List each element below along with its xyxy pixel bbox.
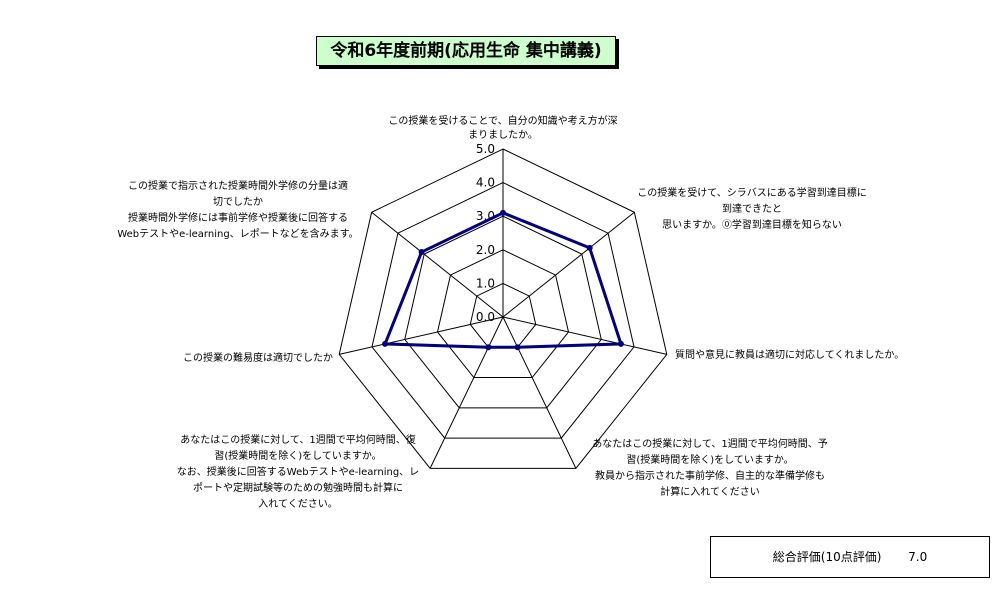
radar-axis-label: 習(授業時間を除く)をしていますか。 — [626, 453, 793, 466]
radar-spoke — [429, 316, 504, 469]
radar-data-point — [382, 340, 389, 347]
radar-axis-label: 計算に入れてください — [660, 485, 759, 498]
radar-data-point — [617, 340, 624, 347]
radar-axis-label: 思いますか。⓪学習到達目標を知らない — [662, 218, 842, 231]
page-title: 令和6年度前期(応用生命 集中講義) — [316, 36, 616, 66]
radar-data-point — [418, 249, 425, 256]
radar-tick-label: 2.0 — [476, 243, 495, 257]
radar-series-line — [382, 211, 623, 349]
radar-axis-label: 質問や意見に教員は適切に対応してくれましたか。 — [675, 348, 904, 361]
radar-data-point — [586, 244, 593, 251]
radar-axis-label: 授業時間外学修には事前学修や授業後に回答する — [128, 211, 348, 224]
radar-spoke — [502, 316, 667, 355]
radar-axis-label: この授業の難易度は適切でしたか — [183, 351, 333, 364]
overall-rating-label: 総合評価(10点評価) — [772, 550, 882, 564]
radar-tick-label: 0.0 — [476, 310, 495, 324]
radar-axis-label: まりましたか。 — [468, 129, 538, 141]
radar-axis-label: 到達できたと — [722, 203, 782, 215]
radar-axis-label: この授業を受けて、シラバスにある学習到達目標に — [637, 186, 866, 199]
radar-grid-ring — [436, 249, 570, 379]
radar-grid-ring — [338, 148, 668, 469]
radar-axis-label: この授業で指示された授業時間外学修の分量は適 — [128, 179, 348, 192]
radar-data-point — [500, 209, 506, 216]
radar-tick-label: 5.0 — [476, 142, 495, 156]
radar-axis-label: あなたはこの授業に対して、1週間で平均何時間、予 — [592, 437, 828, 450]
radar-axis-label: あなたはこの授業に対して、1週間で平均何時間、復 — [180, 433, 416, 446]
radar-axis-label: 習(授業時間を除く)をしていますか。 — [214, 449, 381, 462]
overall-rating-value: 7.0 — [908, 550, 928, 564]
radar-axis-label: ポートや定期試験等のための勉強時間も計算に — [193, 481, 403, 494]
overall-rating-box: 総合評価(10点評価) 7.0 — [710, 536, 990, 578]
radar-tick-label: 1.0 — [476, 276, 495, 290]
radar-axis-label: 教員から指示された事前学修、自主的な準備学修も — [595, 469, 825, 482]
radar-data-point — [514, 344, 521, 351]
radar-spoke — [502, 211, 635, 318]
radar-tick-label: 4.0 — [476, 176, 495, 190]
radar-spoke — [339, 316, 504, 355]
radar-axis-label: 切でしたか — [213, 196, 263, 208]
radar-grid-ring — [371, 182, 635, 439]
radar-axis-label: なお、授業後に回答するWebテストやe-learning、レ — [177, 465, 419, 478]
radar-axis-label: 入れてください。 — [258, 498, 337, 510]
radar-data-point — [485, 344, 492, 351]
radar-spoke — [371, 211, 504, 318]
radar-grid-ring — [404, 215, 602, 409]
radar-axis-label: この授業を受けることで、自分の知識や考え方が深 — [388, 114, 617, 127]
radar-spoke — [502, 316, 577, 469]
radar-axis-label: Webテストやe-learning、レポートなどを含みます。 — [117, 227, 358, 240]
